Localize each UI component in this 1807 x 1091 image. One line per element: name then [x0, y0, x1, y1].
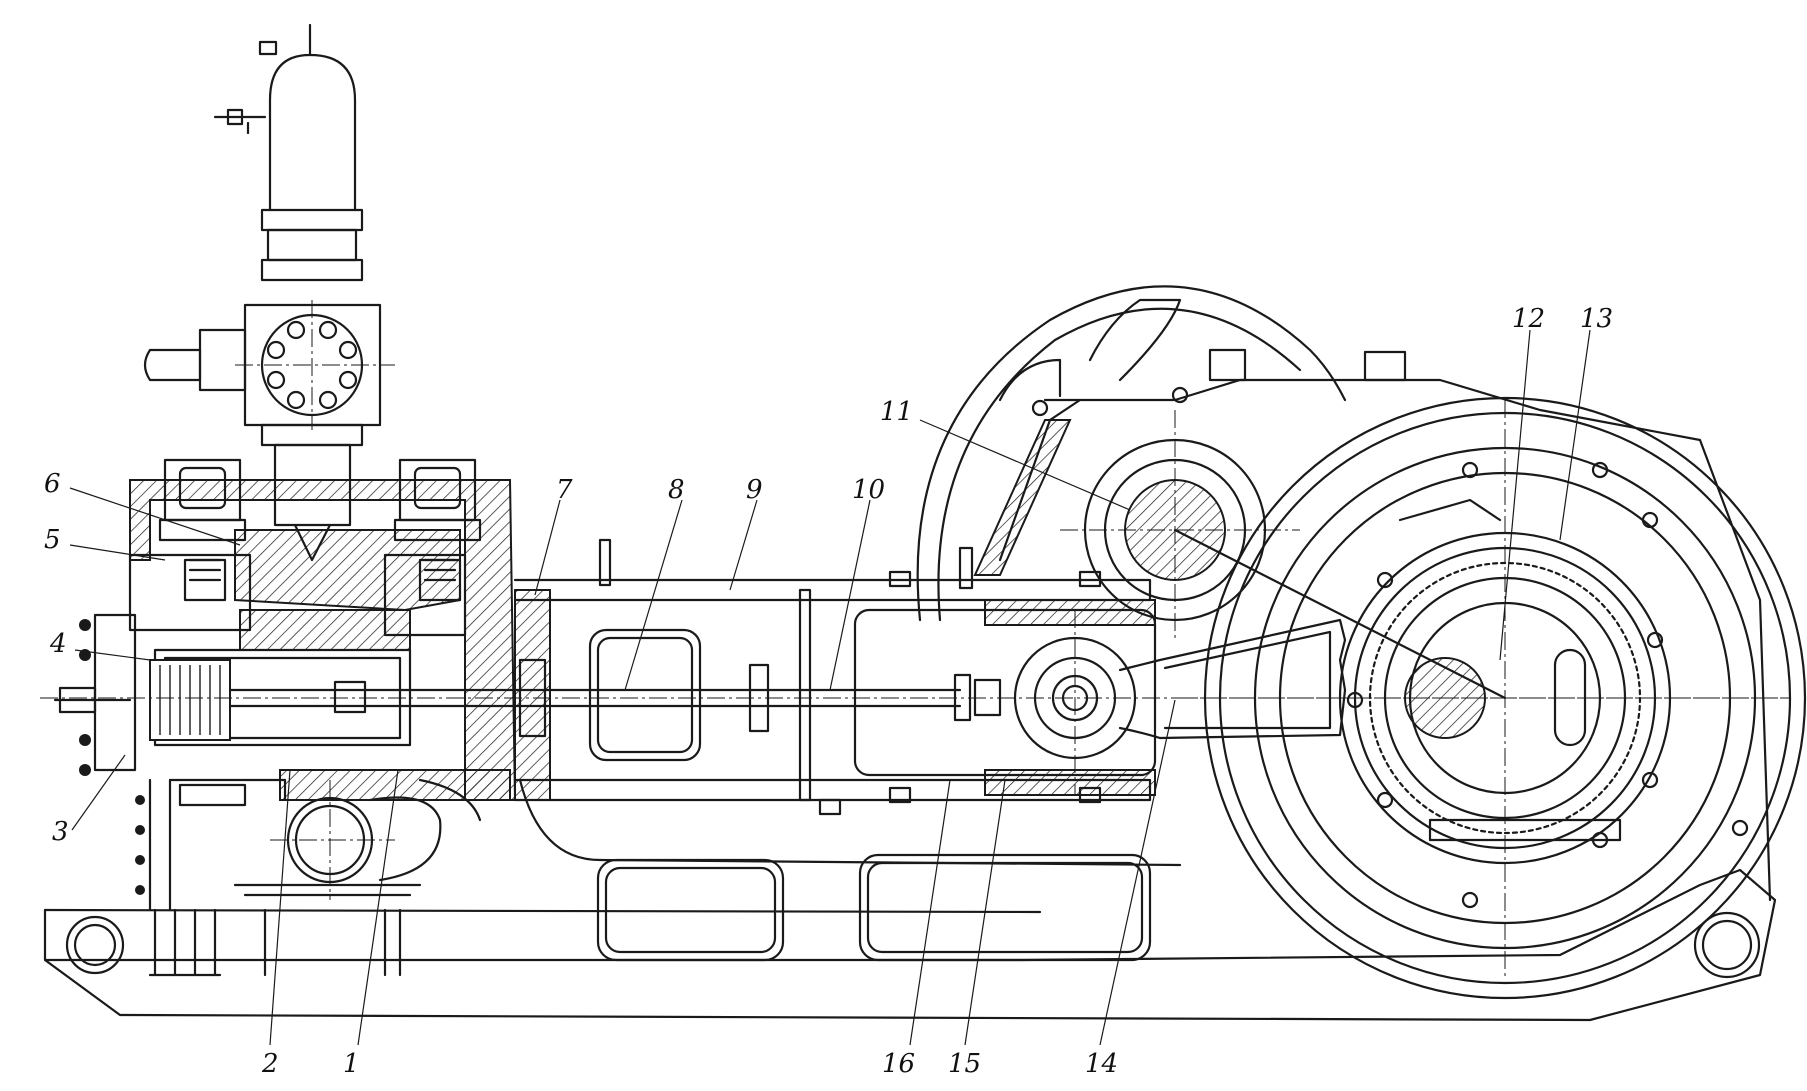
leader-lines [69, 329, 1591, 1046]
label-10: 10 [852, 475, 885, 505]
label-14: 14 [1085, 1049, 1118, 1079]
label-3: 3 [52, 817, 69, 847]
label-13: 13 [1580, 304, 1613, 334]
gear-case [973, 348, 1772, 902]
valve-covers [158, 458, 482, 602]
label-6: 6 [44, 469, 61, 499]
callout-labels: 1 2 3 4 5 6 7 8 9 10 11 12 13 14 15 16 [44, 304, 1613, 1079]
label-9: 9 [746, 475, 763, 505]
label-5: 5 [44, 525, 61, 555]
main-gear [1173, 396, 1807, 1000]
fluid-end [53, 479, 517, 912]
label-11: 11 [880, 397, 913, 427]
label-8: 8 [668, 475, 685, 505]
air-chamber [143, 23, 395, 562]
piston-rings [159, 665, 221, 735]
rods [40, 658, 1790, 738]
label-2: 2 [261, 1049, 279, 1079]
label-7: 7 [556, 475, 573, 505]
label-12: 12 [1512, 304, 1545, 334]
label-16: 16 [882, 1049, 915, 1079]
label-15: 15 [948, 1049, 981, 1079]
connecting-rod [1118, 618, 1347, 740]
crosshead [984, 599, 1156, 796]
label-1: 1 [343, 1049, 360, 1079]
label-4: 4 [49, 629, 67, 659]
